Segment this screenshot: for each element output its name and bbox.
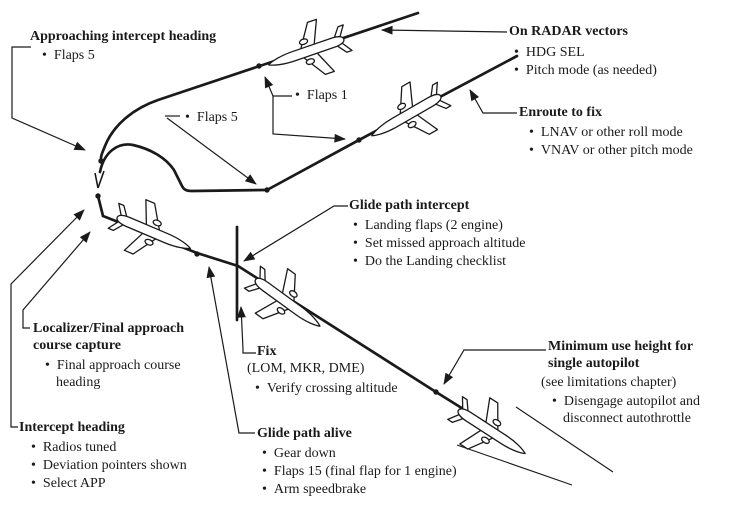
- callout-flaps-1: Flaps 1: [295, 87, 348, 104]
- leader-glide-path-intercept: [243, 205, 348, 262]
- callout-flaps-5: Flaps 5: [185, 109, 238, 126]
- track-break-tick: [94, 170, 105, 189]
- callout-note: (see limitations chapter): [541, 375, 677, 390]
- airplane-icon-glide-path: [235, 254, 337, 350]
- callout-minimum-use-height: Minimum use height for single autopilot …: [541, 338, 720, 427]
- airplane-icon-radar-vectors: [259, 11, 358, 92]
- leader-intercept-heading: [10, 209, 85, 428]
- leader-enroute-to-fix: [469, 89, 517, 114]
- callout-bullet: Radios tuned: [31, 439, 187, 456]
- callout-heading: Glide path intercept: [349, 198, 470, 213]
- waypoint-dot-approaching-intercept: [98, 158, 104, 164]
- callout-bullet: HDG SEL: [514, 44, 657, 61]
- callout-bullet: Landing flaps (2 engine): [353, 217, 525, 234]
- callout-bullet: Set missed approach altitude: [353, 235, 526, 252]
- callout-bullet: Select APP: [31, 475, 187, 492]
- callout-bullet: Flaps 15 (final flap for 1 engine): [262, 463, 457, 480]
- airplane-icon-localizer: [102, 189, 202, 275]
- runway-lines: [456, 406, 614, 486]
- callout-heading: Minimum use height for single autopilot: [548, 339, 693, 371]
- waypoint-dot-intercept-heading: [95, 193, 101, 199]
- callout-on-radar-vectors: On RADAR vectors HDG SEL Pitch mode (as …: [509, 23, 657, 79]
- callout-bullet: LNAV or other roll mode: [529, 124, 693, 141]
- waypoint-dot-minimum-use-height: [433, 389, 439, 395]
- callout-enroute-to-fix: Enroute to fix LNAV or other roll mode V…: [519, 104, 693, 159]
- callout-approaching-intercept-heading: Approaching intercept heading Flaps 5: [30, 28, 216, 64]
- callout-bullet: Deviation pointers shown: [31, 457, 187, 474]
- flight-path-final-approach: [96, 194, 499, 432]
- leader-localizer-capture: [22, 231, 91, 329]
- callout-bullet: Gear down: [262, 445, 457, 462]
- leader-fix: [237, 306, 256, 354]
- waypoint-dot-flaps1-enroute: [356, 137, 362, 143]
- callout-bullet: Final approach course heading: [45, 357, 198, 391]
- callout-note: (LOM, MKR, DME): [247, 361, 365, 376]
- leader-on-radar-vectors: [381, 25, 508, 35]
- callout-bullet: Disengage autopilot and disconnect autot…: [552, 393, 718, 427]
- waypoint-dot-glide-path-alive: [194, 251, 200, 257]
- callout-bullet: Flaps 5: [42, 47, 216, 64]
- flight-path-turn-arc: [98, 143, 266, 193]
- leader-glide-path-alive: [206, 266, 255, 434]
- leader-minimum-use-height: [443, 349, 546, 385]
- callout-heading: Localizer/Final approach course capture: [33, 321, 185, 353]
- callout-bullet: Pitch mode (as needed): [514, 62, 657, 79]
- callout-intercept-heading: Intercept heading Radios tuned Deviation…: [19, 419, 187, 492]
- callout-bullet: VNAV or other pitch mode: [529, 142, 693, 159]
- callout-heading: Glide path alive: [257, 426, 352, 441]
- airplane-icon-enroute: [357, 69, 459, 161]
- leader-flaps-1: [272, 95, 346, 143]
- callout-heading: Approaching intercept heading: [30, 29, 217, 44]
- callout-glide-path-alive: Glide path alive Gear down Flaps 15 (fin…: [257, 425, 457, 498]
- callout-heading: Fix: [257, 344, 277, 359]
- waypoint-dot-flaps5-merge: [264, 187, 270, 193]
- callout-bullet: Arm speedbrake: [262, 481, 457, 498]
- waypoint-dot-flaps1-downwind: [256, 63, 262, 69]
- callout-bullet: Do the Landing checklist: [353, 253, 525, 270]
- leader-flaps-1-upper-branch: [264, 76, 274, 97]
- callout-fix: Fix (LOM, MKR, DME) Verify crossing alti…: [247, 343, 398, 397]
- waypoint-dots: [95, 63, 439, 395]
- callout-heading: Intercept heading: [19, 420, 125, 435]
- callout-bullet: Verify crossing altitude: [255, 380, 398, 397]
- leader-approaching-intercept-heading: [11, 46, 86, 151]
- callout-heading: On RADAR vectors: [509, 24, 628, 39]
- flight-path-radar-vectors-downwind: [99, 11, 420, 160]
- leader-flaps-5: [166, 117, 257, 185]
- callout-localizer-capture: Localizer/Final approach course capture …: [33, 320, 205, 391]
- callout-heading: Enroute to fix: [519, 105, 602, 120]
- callout-glide-path-intercept: Glide path intercept Landing flaps (2 en…: [349, 197, 525, 270]
